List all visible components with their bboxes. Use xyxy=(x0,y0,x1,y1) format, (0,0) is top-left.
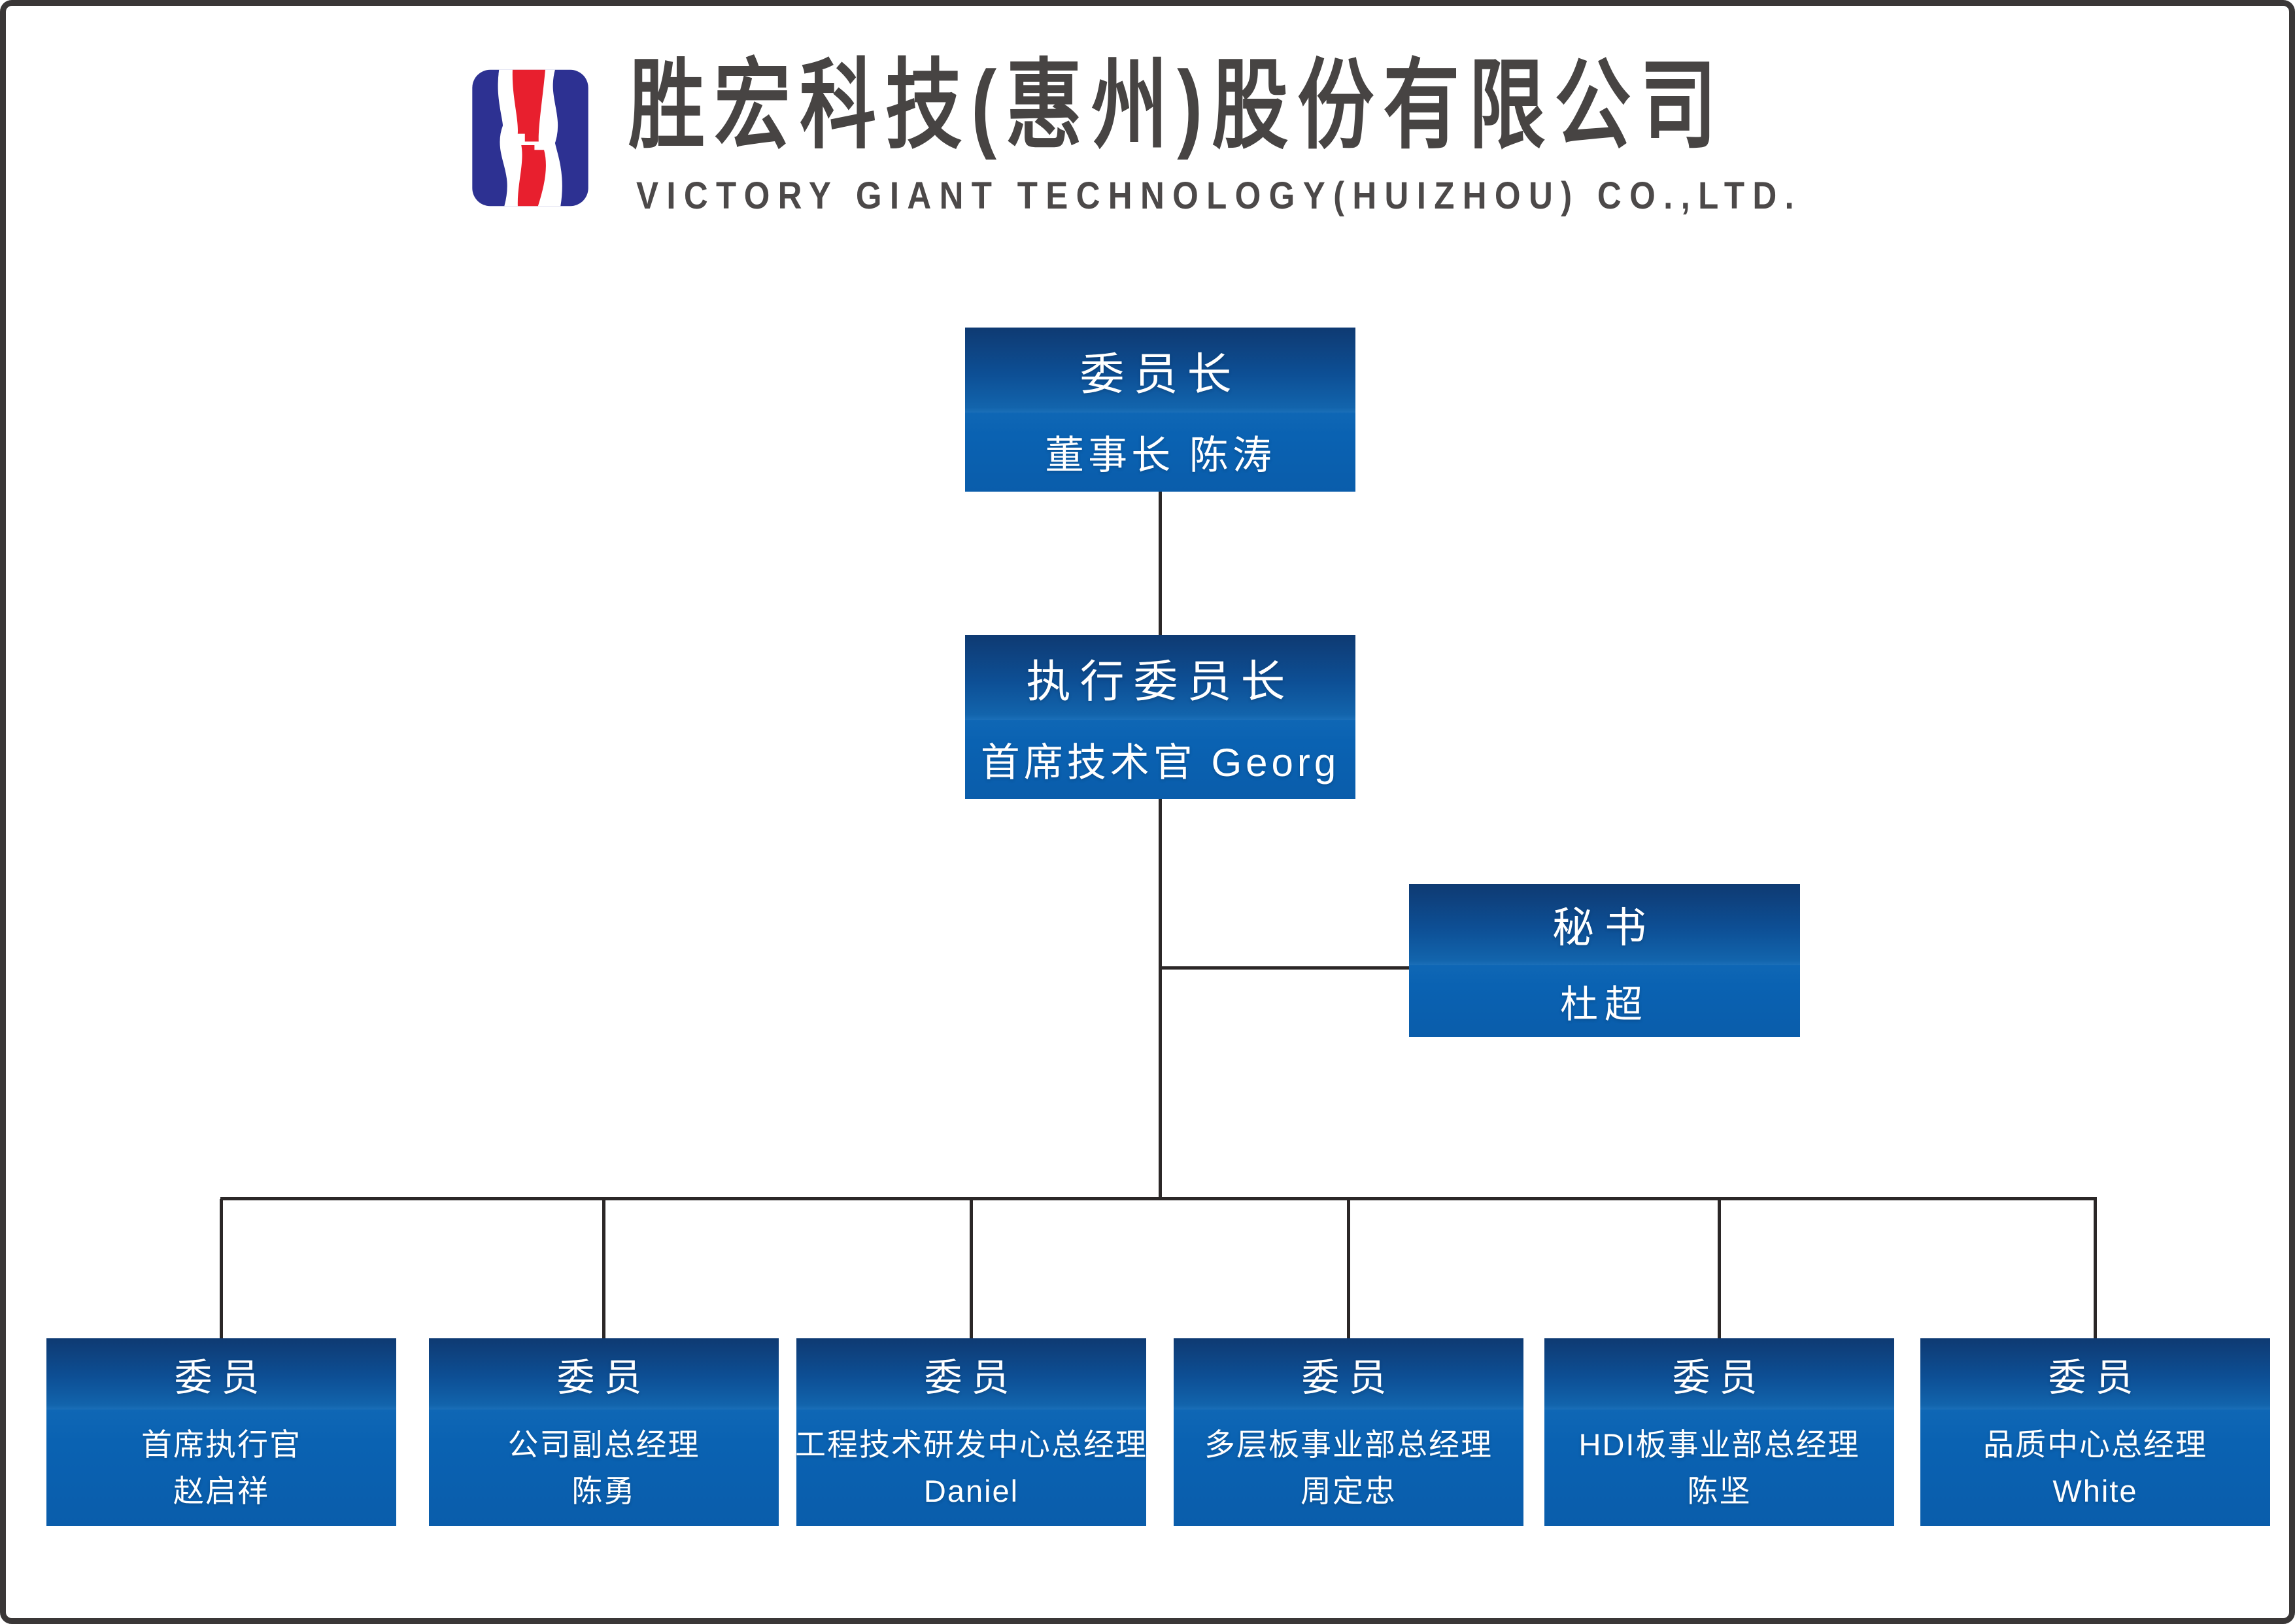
org-node-secretary: 秘书 杜超 xyxy=(1409,884,1800,1037)
company-name-en: VICTORY GIANT TECHNOLOGY(HUIZHOU) CO.,LT… xyxy=(636,175,1803,217)
org-node-exec-chairman: 执行委员长 首席技术官 Georg xyxy=(965,635,1355,799)
member-role: 工程技术研发中心总经理 xyxy=(795,1427,1148,1462)
node-name: 杜超 xyxy=(1559,983,1649,1026)
node-title: 委员 xyxy=(796,1338,1146,1410)
connector-exec-trunk xyxy=(1159,799,1162,1200)
org-node-member-6: 委员 品质中心总经理 White xyxy=(1920,1338,2270,1526)
connector-drop-member-2 xyxy=(602,1199,605,1338)
node-title: 委员 xyxy=(1544,1338,1894,1410)
member-role: 多层板事业部总经理 xyxy=(1204,1427,1493,1462)
node-name: 董事长 陈涛 xyxy=(1045,433,1276,477)
connector-drop-member-4 xyxy=(1347,1199,1350,1338)
connector-drop-member-1 xyxy=(220,1199,223,1338)
connector-drop-member-3 xyxy=(970,1199,973,1338)
node-title: 委员 xyxy=(46,1338,396,1410)
member-role: 品质中心总经理 xyxy=(1983,1427,2207,1462)
company-logo-icon xyxy=(468,66,593,210)
member-person: 周定忠 xyxy=(1300,1474,1397,1508)
member-person: White xyxy=(2052,1474,2138,1508)
member-role: HDI板事业部总经理 xyxy=(1578,1427,1860,1462)
connector-members-bus xyxy=(220,1197,2097,1200)
org-node-chairman: 委员长 董事长 陈涛 xyxy=(965,328,1355,492)
node-name: 首席技术官 Georg xyxy=(980,741,1340,785)
org-node-member-5: 委员 HDI板事业部总经理 陈坚 xyxy=(1544,1338,1894,1526)
node-title: 委员长 xyxy=(965,328,1355,413)
connector-secretary-branch xyxy=(1160,966,1409,970)
org-node-member-1: 委员 首席执行官 赵启祥 xyxy=(46,1338,396,1526)
node-title: 秘书 xyxy=(1409,884,1800,965)
node-title: 委员 xyxy=(1920,1338,2270,1410)
connector-chairman-exec xyxy=(1159,492,1162,635)
node-title: 执行委员长 xyxy=(965,635,1355,720)
member-person: Daniel xyxy=(923,1474,1019,1508)
node-title: 委员 xyxy=(1174,1338,1523,1410)
connector-drop-member-6 xyxy=(2094,1199,2097,1338)
org-node-member-2: 委员 公司副总经理 陈勇 xyxy=(429,1338,779,1526)
company-name-cn: 胜宏科技(惠州)股份有限公司 xyxy=(628,50,1726,160)
org-node-member-3: 委员 工程技术研发中心总经理 Daniel xyxy=(795,1338,1148,1526)
member-person: 赵启祥 xyxy=(173,1474,269,1508)
node-title: 委员 xyxy=(429,1338,779,1410)
member-person: 陈勇 xyxy=(571,1474,636,1508)
connector-drop-member-5 xyxy=(1718,1199,1721,1338)
org-node-member-4: 委员 多层板事业部总经理 周定忠 xyxy=(1174,1338,1523,1526)
member-person: 陈坚 xyxy=(1687,1474,1752,1508)
member-role: 首席执行官 xyxy=(141,1427,301,1462)
member-role: 公司副总经理 xyxy=(507,1427,700,1462)
